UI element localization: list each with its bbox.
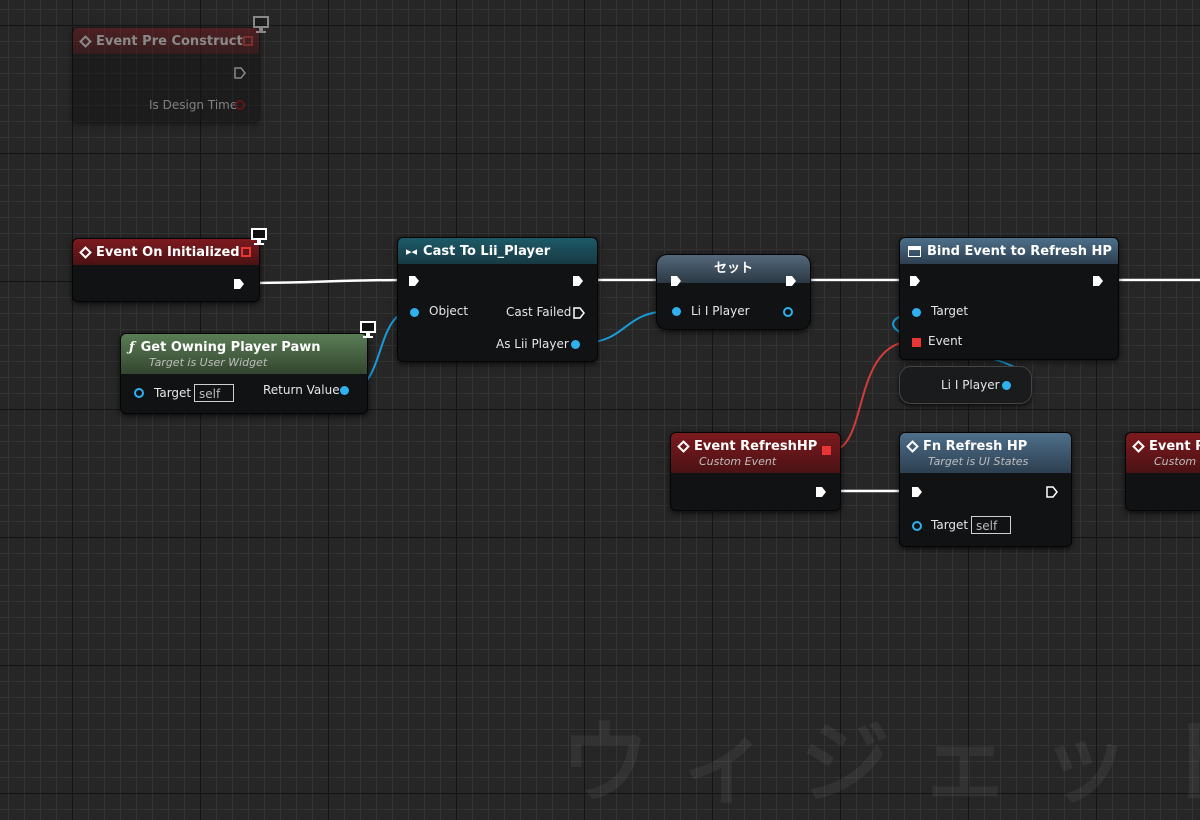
getter-output-pin[interactable] (1002, 381, 1011, 390)
pin-label-cast-failed: Cast Failed (506, 305, 572, 319)
node-bind-event-refresh-hp[interactable]: Bind Event to Refresh HP Target Event (899, 237, 1119, 360)
exec-output-pin[interactable] (233, 278, 245, 290)
object-input-pin[interactable] (410, 308, 419, 317)
as-lii-player-output-pin[interactable] (571, 340, 580, 349)
node-title: Event R (1149, 438, 1200, 454)
node-header: ▸◂ Cast To Lii_Player (398, 238, 597, 264)
node-event-partial[interactable]: Event R Custom (1125, 432, 1200, 511)
node-fn-refresh-hp[interactable]: Fn Refresh HP Target is UI States Target… (899, 432, 1072, 547)
exec-output-pin[interactable] (785, 275, 797, 287)
node-title: Bind Event to Refresh HP (927, 243, 1112, 259)
exec-wire-init-cast (241, 278, 412, 285)
pin-label-event: Event (928, 334, 963, 348)
monitor-icon (253, 16, 269, 33)
pin-label-target: Target (154, 386, 192, 400)
node-title: Event RefreshHP (694, 438, 818, 454)
target-default-value[interactable]: self (194, 384, 234, 402)
exec-output-pin[interactable] (1046, 486, 1058, 498)
node-event-pre-construct[interactable]: Event Pre Construct Is Design Time (72, 27, 260, 123)
delegate-pin[interactable] (241, 247, 251, 257)
bind-event-icon (908, 245, 921, 257)
delegate-wire-event-bind (829, 340, 915, 452)
cast-failed-exec-pin[interactable] (573, 307, 585, 319)
pin-label-target: Target (931, 304, 969, 318)
value-output-pin[interactable] (783, 307, 793, 317)
node-title: セット (657, 255, 810, 283)
node-header: Bind Event to Refresh HP (900, 238, 1118, 264)
node-title: Fn Refresh HP (923, 438, 1028, 454)
delegate-pin[interactable] (243, 36, 253, 46)
monitor-icon (251, 228, 267, 245)
target-input-pin[interactable] (912, 521, 922, 531)
node-subtitle: Target is UI States (928, 454, 1029, 468)
node-subtitle: Custom (1154, 454, 1197, 468)
getter-label: Li I Player (941, 378, 1000, 392)
pin-label-is-design-time: Is Design Time (149, 98, 238, 112)
node-event-on-initialized[interactable]: Event On Initialized (72, 238, 260, 302)
exec-input-pin[interactable] (670, 275, 682, 287)
node-subtitle: Target is User Widget (149, 355, 268, 369)
event-diamond-icon (79, 34, 92, 48)
exec-output-pin[interactable] (815, 486, 827, 498)
node-event-refresh-hp[interactable]: Event RefreshHP Custom Event (670, 432, 841, 511)
event-delegate-input-pin[interactable] (912, 338, 921, 347)
exec-output-pin[interactable] (1092, 275, 1104, 287)
node-header: Event R Custom (1126, 433, 1200, 473)
node-get-li-i-player[interactable]: Li I Player (899, 366, 1032, 404)
node-subtitle: Custom Event (699, 454, 777, 468)
monitor-icon (360, 321, 376, 338)
node-cast-to-lii-player[interactable]: ▸◂Cast To Lii_Player Object Cast Failed … (397, 237, 598, 362)
function-diamond-icon (906, 439, 919, 453)
cast-icon: ▸◂ (406, 244, 418, 258)
pin-label-as-lii-player: As Lii Player (496, 337, 569, 351)
pin-label-return-value: Return Value (263, 383, 340, 397)
pin-label-li-i-player: Li I Player (691, 304, 750, 318)
node-header: Fn Refresh HP Target is UI States (900, 433, 1071, 473)
pin-label-target: Target (931, 518, 969, 532)
event-diamond-icon (677, 439, 690, 453)
event-diamond-icon (1132, 439, 1145, 453)
node-get-owning-player-pawn[interactable]: ƒ Get Owning Player Pawn Target is User W… (120, 333, 368, 414)
exec-output-pin[interactable] (234, 67, 246, 79)
target-input-pin[interactable] (912, 308, 921, 317)
node-header: Event On Initialized (73, 239, 259, 265)
node-title: Event On Initialized (96, 244, 240, 260)
exec-output-pin[interactable] (572, 275, 584, 287)
delegate-output-pin[interactable] (822, 446, 831, 455)
node-title: Event Pre Construct (96, 33, 243, 49)
exec-input-pin[interactable] (909, 275, 921, 287)
exec-input-pin[interactable] (911, 486, 923, 498)
target-default-value[interactable]: self (971, 516, 1011, 534)
value-input-pin[interactable] (672, 307, 681, 316)
return-value-output-pin[interactable] (340, 386, 349, 395)
bool-output-pin[interactable] (235, 100, 245, 110)
node-header: Event RefreshHP Custom Event (671, 433, 840, 473)
pin-label-object: Object (429, 304, 469, 318)
target-input-pin[interactable] (134, 388, 144, 398)
function-f-icon: ƒ (129, 339, 135, 355)
graph-watermark: ウィジェットブリ (560, 711, 1200, 816)
event-diamond-icon (79, 245, 92, 259)
node-header: ƒ Get Owning Player Pawn Target is User W… (121, 334, 367, 374)
node-set-variable[interactable]: セット Li I Player (656, 254, 811, 330)
node-header: Event Pre Construct (73, 28, 259, 54)
exec-input-pin[interactable] (408, 275, 420, 287)
node-title: Cast To Lii_Player (423, 243, 551, 259)
node-title: Get Owning Player Pawn (140, 339, 321, 355)
